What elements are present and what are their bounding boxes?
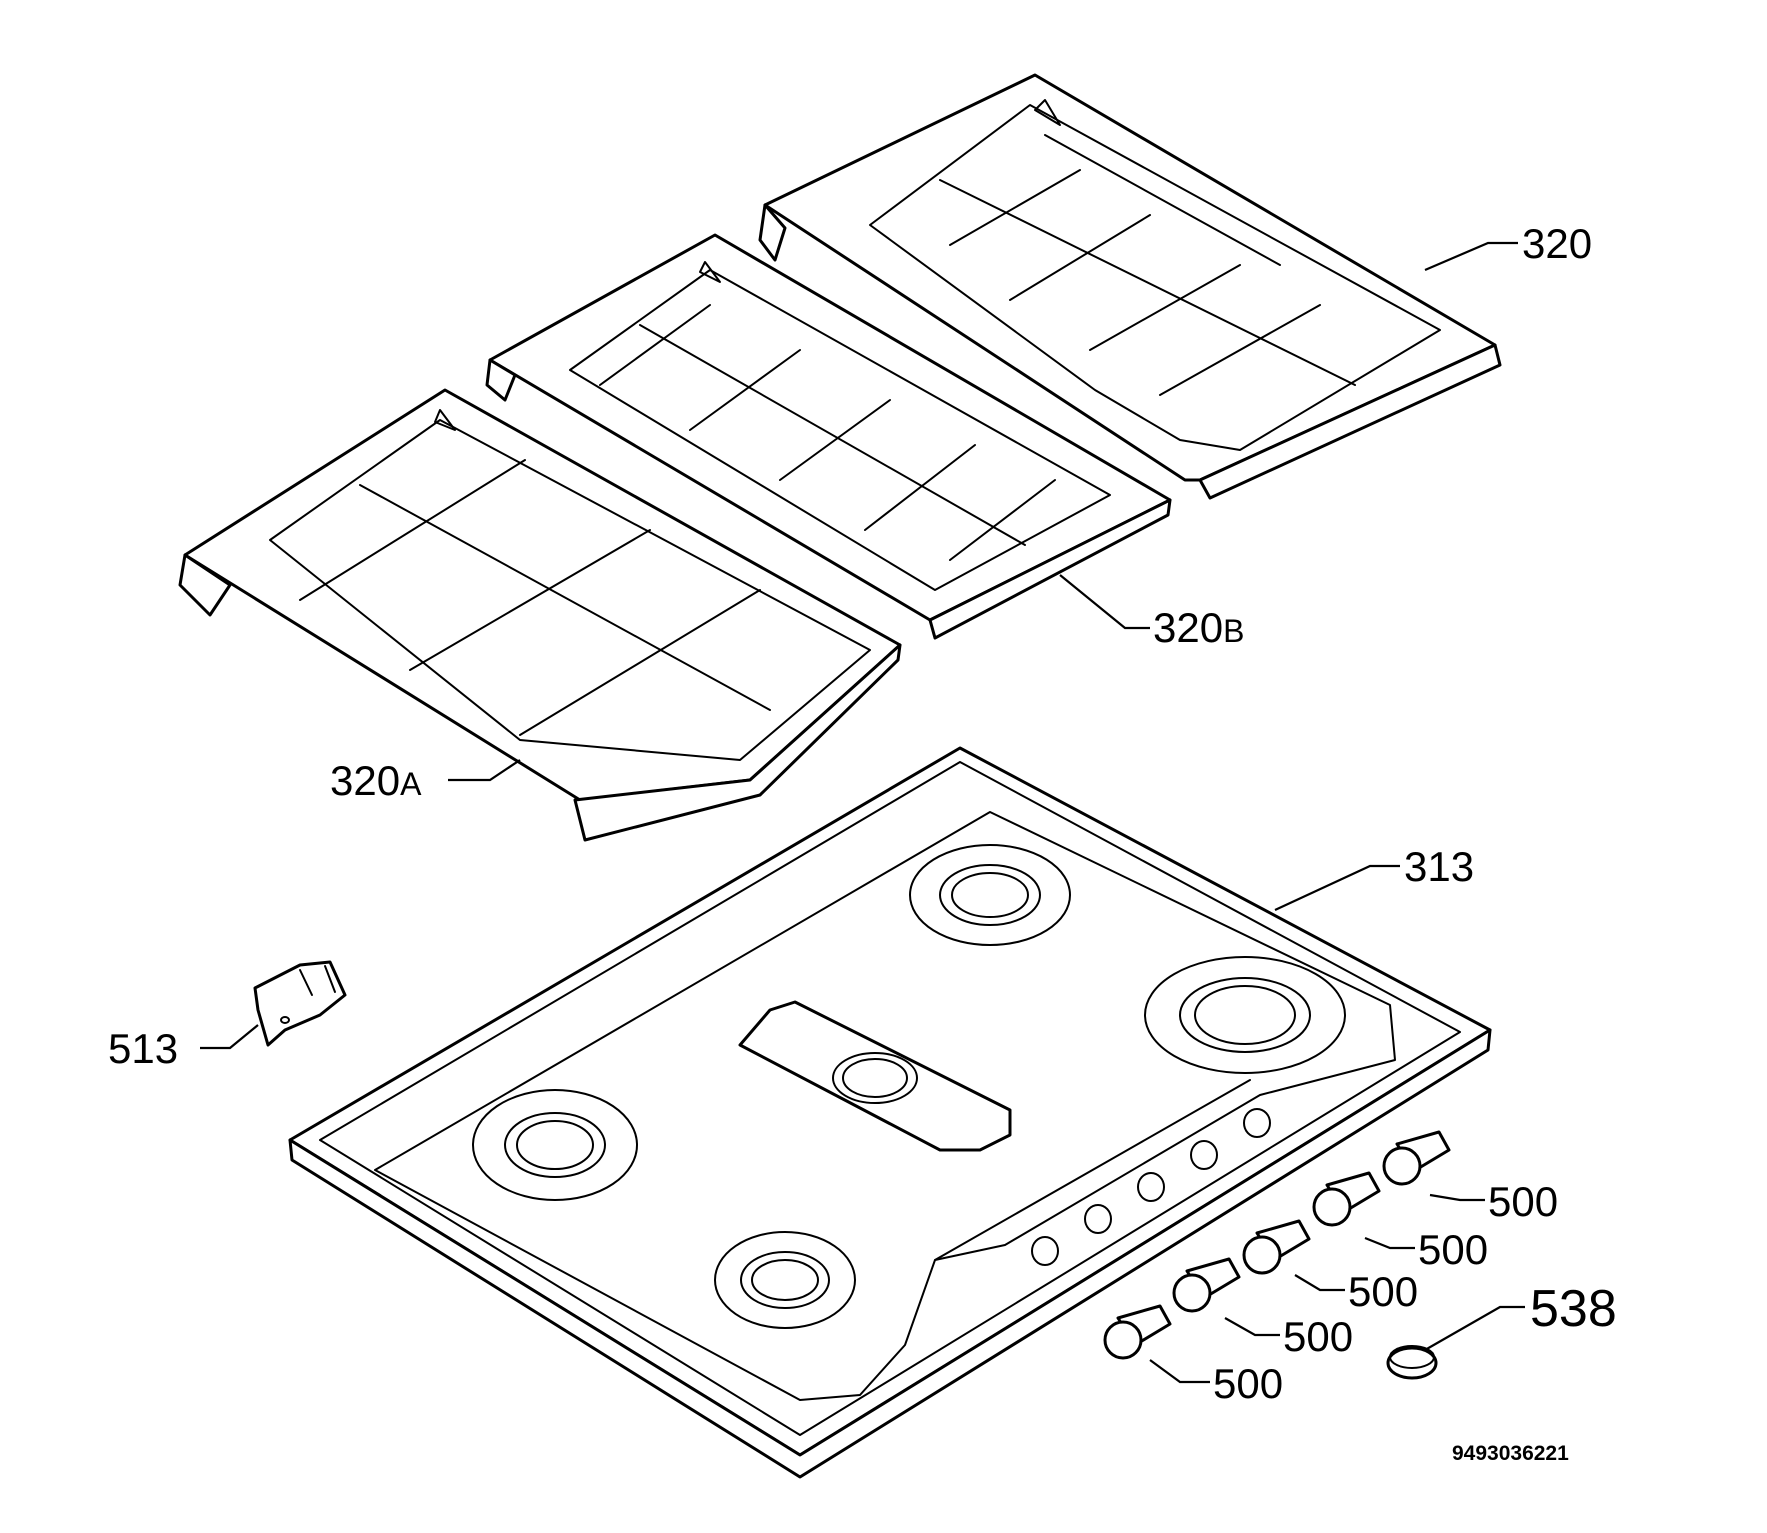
grate-320 xyxy=(758,73,1502,500)
document-number: 9493036221 xyxy=(1452,1442,1569,1465)
burner-rear-right xyxy=(909,844,1071,946)
label-313: 313 xyxy=(1404,843,1474,890)
knob-500-3 xyxy=(1242,1219,1311,1275)
fish-burner-center xyxy=(738,1000,1012,1152)
grate-320b xyxy=(485,233,1172,640)
label-538: 538 xyxy=(1530,1280,1617,1338)
label-513: 513 xyxy=(108,1025,178,1072)
burner-front-left xyxy=(714,1231,856,1329)
label-500-1: 500 xyxy=(1213,1360,1283,1407)
knob-500-5 xyxy=(1382,1130,1451,1186)
label-320: 320 xyxy=(1522,220,1592,267)
knob-holes xyxy=(1031,1108,1271,1266)
label-500-2: 500 xyxy=(1283,1313,1353,1360)
label-320b: 320B xyxy=(1153,604,1244,651)
knob-500-2 xyxy=(1172,1257,1241,1313)
knob-500-4 xyxy=(1312,1171,1381,1227)
label-500-3: 500 xyxy=(1348,1268,1418,1315)
label-500-5: 500 xyxy=(1488,1178,1558,1225)
burner-right-large xyxy=(1144,956,1346,1074)
clip-513 xyxy=(253,960,347,1047)
hob-top-313 xyxy=(288,746,1492,1479)
burner-rear-left xyxy=(472,1089,638,1201)
grate-320a xyxy=(178,388,902,842)
cap-538 xyxy=(1386,1345,1438,1380)
label-320a: 320A xyxy=(330,757,422,804)
label-500-4: 500 xyxy=(1418,1226,1488,1273)
leader-lines xyxy=(200,241,1525,1384)
knob-500-1 xyxy=(1103,1304,1172,1360)
